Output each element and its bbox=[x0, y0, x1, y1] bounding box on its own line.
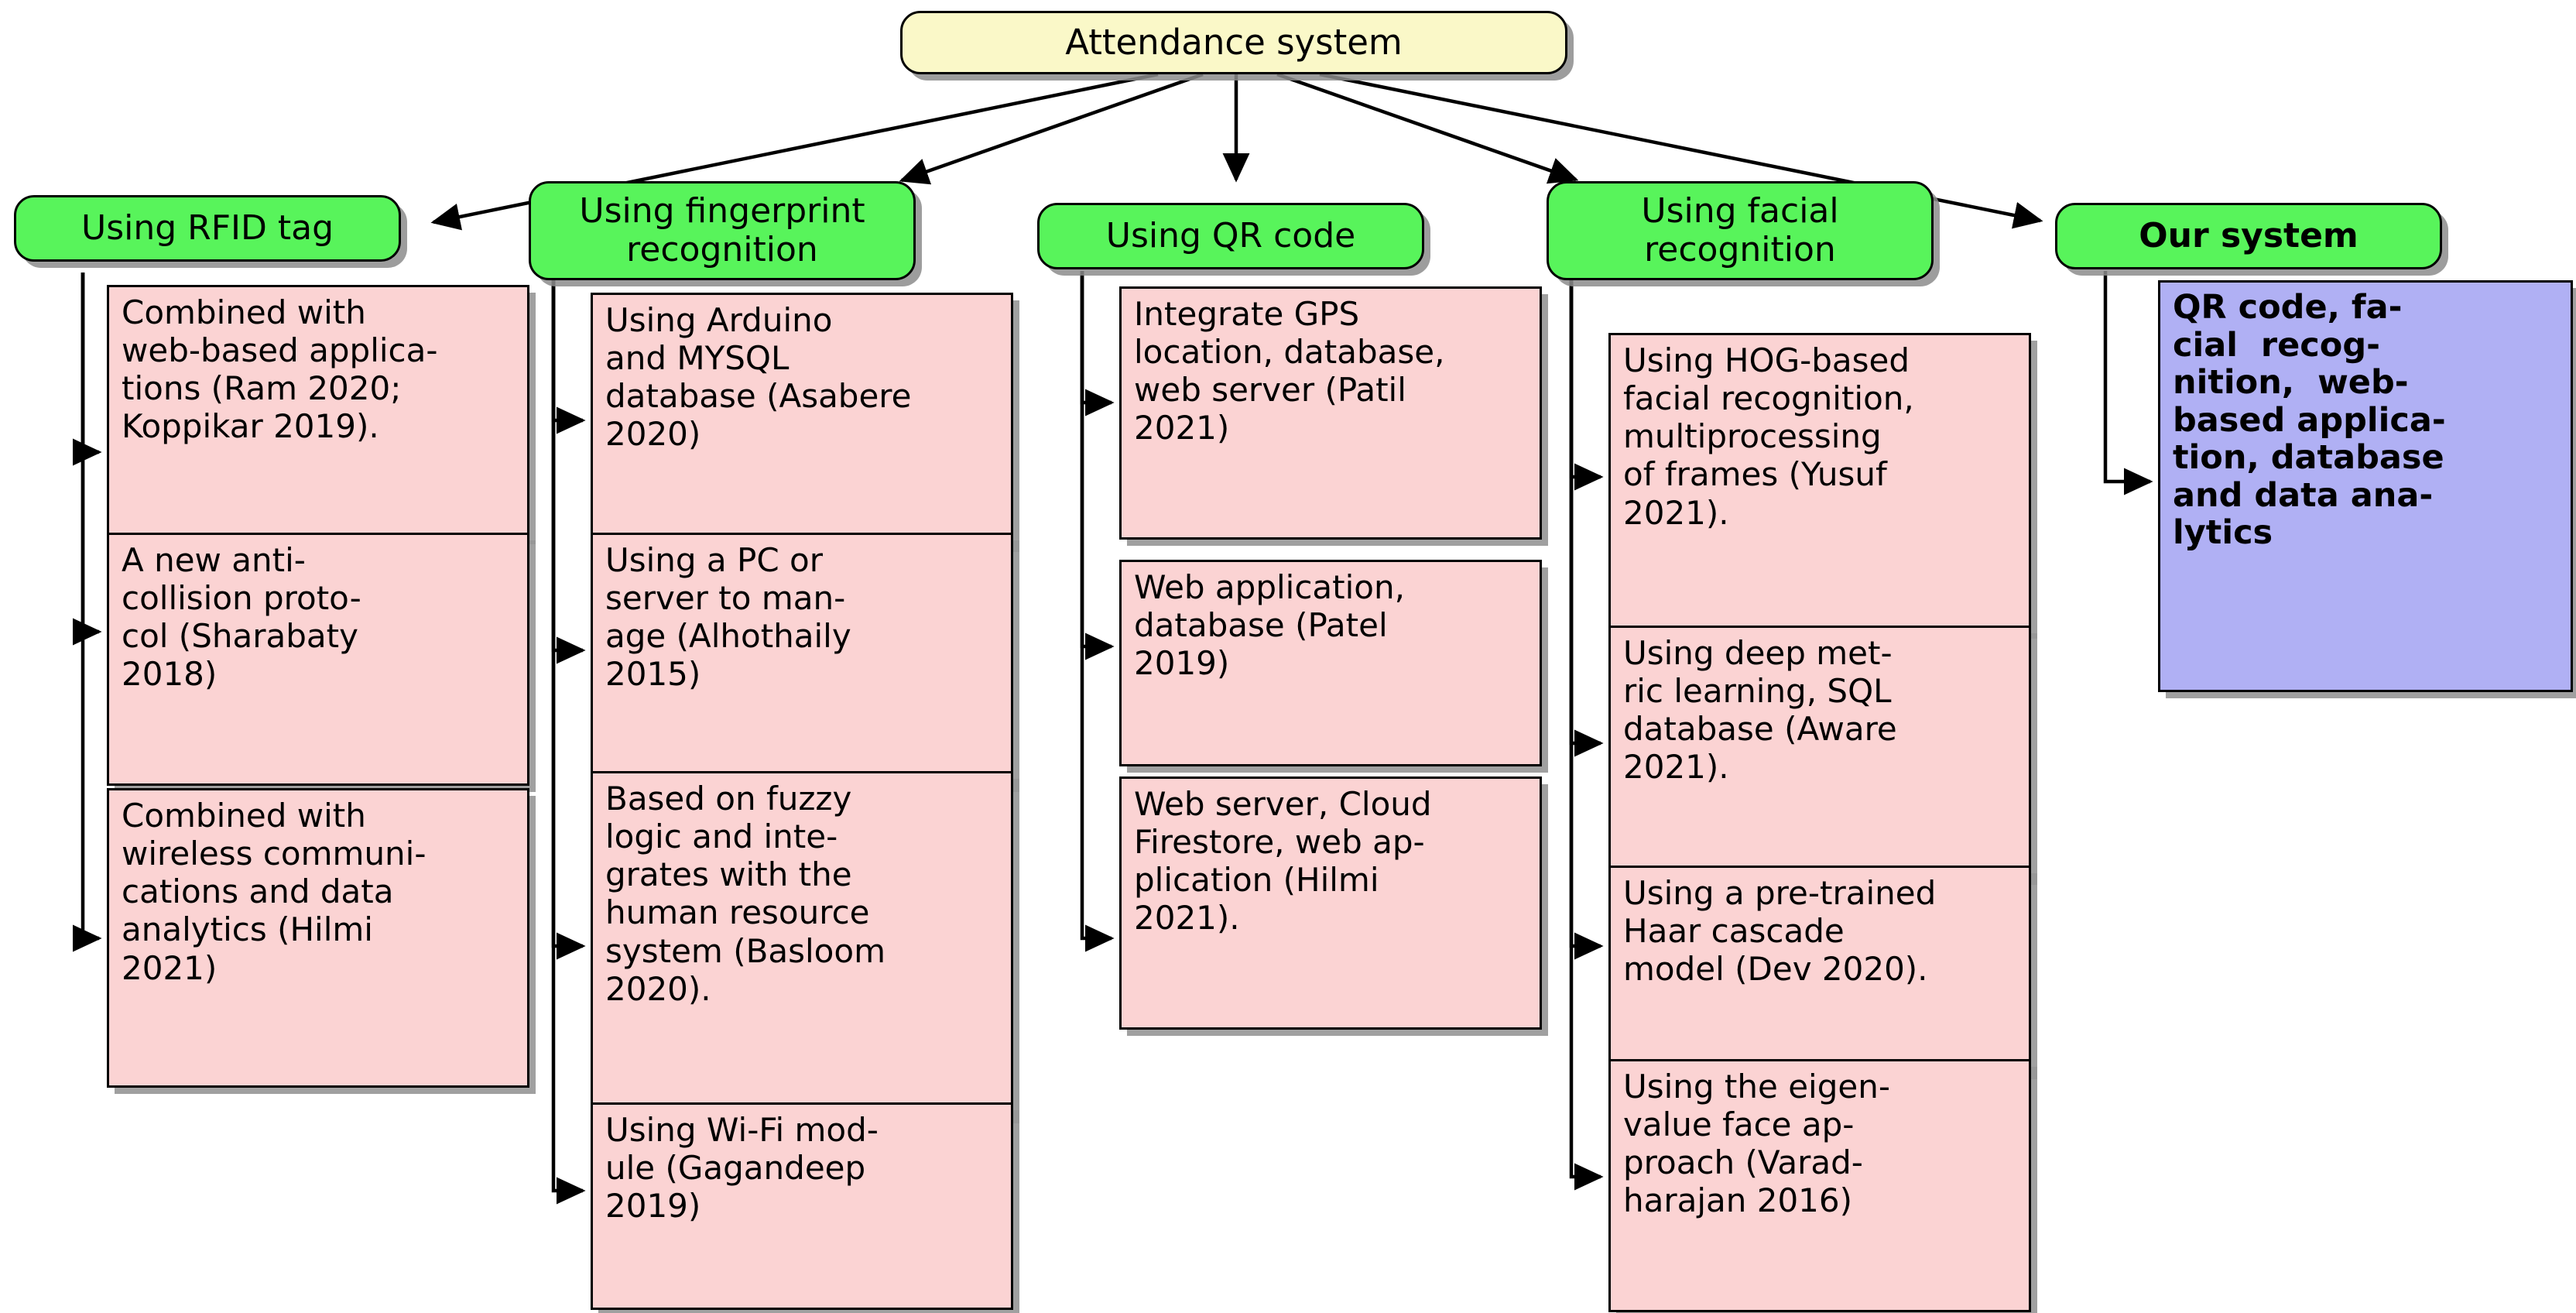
leaf-rfid-2[interactable]: A new anti- collision proto- col (Sharab… bbox=[107, 533, 529, 786]
leaf-line: analytics (Hilmi bbox=[122, 910, 373, 949]
leaf-line: facial recognition, bbox=[1623, 379, 1914, 418]
leaf-line: and MYSQL bbox=[605, 339, 790, 378]
leaf-line: lytics bbox=[2173, 513, 2273, 553]
leaf-line: 2015) bbox=[605, 655, 701, 694]
leaf-line: Using a pre-trained bbox=[1623, 874, 1937, 912]
node-attendance-system[interactable]: Attendance system bbox=[900, 11, 1567, 74]
node-label: Using QR code bbox=[1105, 215, 1356, 255]
leaf-line: harajan 2016) bbox=[1623, 1181, 1853, 1220]
node-label-line-2: recognition bbox=[1644, 230, 1836, 269]
leaf-fingerprint-2[interactable]: Using a PC or server to man- age (Alhoth… bbox=[591, 533, 1013, 786]
leaf-line: database (Patel bbox=[1134, 606, 1388, 645]
leaf-line: system (Basloom bbox=[605, 931, 886, 970]
leaf-line: web server (Patil bbox=[1134, 371, 1406, 410]
node-using-fingerprint-recognition[interactable]: Using fingerprint recognition bbox=[529, 181, 916, 280]
leaf-line: of frames (Yusuf bbox=[1623, 455, 1887, 494]
leaf-line: logic and inte- bbox=[605, 818, 838, 856]
leaf-facial-4[interactable]: Using the eigen- value face ap- proach (… bbox=[1608, 1059, 2031, 1312]
leaf-line: 2020). bbox=[605, 969, 711, 1008]
leaf-line: multiprocessing bbox=[1623, 417, 1882, 456]
leaf-line: grates with the bbox=[605, 855, 852, 894]
leaf-line: ule (Gagandeep bbox=[605, 1149, 866, 1188]
leaf-line: 2021) bbox=[122, 948, 218, 987]
leaf-line: Using HOG-based bbox=[1623, 341, 1910, 379]
leaf-line: value face ap- bbox=[1623, 1106, 1855, 1144]
leaf-line: Using the eigen- bbox=[1623, 1068, 1890, 1106]
leaf-line: model (Dev 2020). bbox=[1623, 950, 1928, 989]
leaf-line: Firestore, web ap- bbox=[1134, 823, 1425, 862]
leaf-line: web-based applica- bbox=[122, 331, 438, 370]
leaf-line: 2021) bbox=[1134, 409, 1230, 447]
leaf-fingerprint-1[interactable]: Using Arduino and MYSQL database (Asaber… bbox=[591, 293, 1013, 546]
leaf-line: Haar cascade bbox=[1623, 912, 1845, 951]
leaf-line: and data ana- bbox=[2173, 475, 2434, 515]
node-using-rfid-tag[interactable]: Using RFID tag bbox=[14, 195, 401, 262]
leaf-facial-3[interactable]: Using a pre-trained Haar cascade model (… bbox=[1608, 866, 2031, 1073]
leaf-line: Combined with bbox=[122, 293, 366, 331]
leaf-line: plication (Hilmi bbox=[1134, 861, 1379, 900]
leaf-line: Web application, bbox=[1134, 568, 1405, 606]
leaf-line: 2020) bbox=[605, 415, 701, 454]
leaf-line: database (Asabere bbox=[605, 377, 912, 416]
node-label-line-1: Using facial bbox=[1641, 190, 1839, 231]
leaf-our-system-1[interactable]: QR code, fa- cial recog- nition, web- ba… bbox=[2158, 280, 2573, 692]
leaf-line: tion, database bbox=[2173, 438, 2444, 478]
leaf-line: cial recog- bbox=[2173, 325, 2380, 365]
leaf-line: Using Arduino bbox=[605, 301, 833, 339]
leaf-line: 2018) bbox=[122, 655, 218, 694]
leaf-line: nition, web- bbox=[2173, 363, 2409, 403]
leaf-line: location, database, bbox=[1134, 333, 1445, 372]
leaf-line: ric learning, SQL bbox=[1623, 672, 1892, 711]
leaf-fingerprint-3[interactable]: Based on fuzzy logic and inte- grates wi… bbox=[591, 771, 1013, 1117]
leaf-fingerprint-4[interactable]: Using Wi-Fi mod- ule (Gagandeep 2019) bbox=[591, 1102, 1013, 1310]
leaf-line: col (Sharabaty bbox=[122, 617, 358, 656]
leaf-line: Koppikar 2019). bbox=[122, 407, 379, 446]
node-label-line-2: recognition bbox=[626, 230, 818, 269]
leaf-line: Using a PC or bbox=[605, 541, 823, 579]
leaf-line: 2021). bbox=[1623, 748, 1729, 787]
leaf-line: Using deep met- bbox=[1623, 634, 1893, 672]
leaf-line: 2021). bbox=[1134, 899, 1240, 938]
leaf-line: tions (Ram 2020; bbox=[122, 369, 402, 408]
leaf-rfid-3[interactable]: Combined with wireless communi- cations … bbox=[107, 788, 529, 1088]
node-label-line-1: Using fingerprint bbox=[579, 190, 865, 231]
node-label: Using RFID tag bbox=[80, 207, 334, 248]
leaf-line: server to man- bbox=[605, 579, 846, 618]
leaf-rfid-1[interactable]: Combined with web-based applica- tions (… bbox=[107, 285, 529, 538]
leaf-line: Web server, Cloud bbox=[1134, 785, 1432, 823]
leaf-line: 2019) bbox=[605, 1187, 701, 1226]
leaf-line: proach (Varad- bbox=[1623, 1143, 1863, 1182]
leaf-line: age (Alhothaily bbox=[605, 617, 851, 656]
leaf-line: Using Wi-Fi mod- bbox=[605, 1111, 879, 1149]
leaf-line: 2019) bbox=[1134, 644, 1230, 683]
leaf-line: QR code, fa- bbox=[2173, 288, 2403, 327]
leaf-line: 2021). bbox=[1623, 493, 1729, 532]
node-label: Our system bbox=[2139, 215, 2358, 255]
leaf-line: based applica- bbox=[2173, 400, 2446, 440]
leaf-line: Combined with bbox=[122, 797, 366, 835]
node-label: Attendance system bbox=[1065, 22, 1403, 63]
leaf-facial-2[interactable]: Using deep met- ric learning, SQL databa… bbox=[1608, 626, 2031, 879]
leaf-line: wireless communi- bbox=[122, 835, 426, 873]
leaf-line: cations and data bbox=[122, 872, 394, 911]
leaf-line: human resource bbox=[605, 893, 870, 932]
leaf-line: A new anti- bbox=[122, 541, 306, 579]
leaf-facial-1[interactable]: Using HOG-based facial recognition, mult… bbox=[1608, 333, 2031, 633]
leaf-qr-2[interactable]: Web application, database (Patel 2019) bbox=[1119, 560, 1542, 766]
leaf-line: collision proto- bbox=[122, 579, 361, 618]
node-our-system[interactable]: Our system bbox=[2055, 203, 2442, 269]
node-using-facial-recognition[interactable]: Using facial recognition bbox=[1547, 181, 1934, 280]
leaf-line: database (Aware bbox=[1623, 710, 1897, 749]
leaf-qr-3[interactable]: Web server, Cloud Firestore, web ap- pli… bbox=[1119, 776, 1542, 1030]
leaf-qr-1[interactable]: Integrate GPS location, database, web se… bbox=[1119, 286, 1542, 540]
leaf-line: Integrate GPS bbox=[1134, 295, 1360, 333]
leaf-line: Based on fuzzy bbox=[605, 780, 852, 818]
node-using-qr-code[interactable]: Using QR code bbox=[1037, 203, 1424, 269]
